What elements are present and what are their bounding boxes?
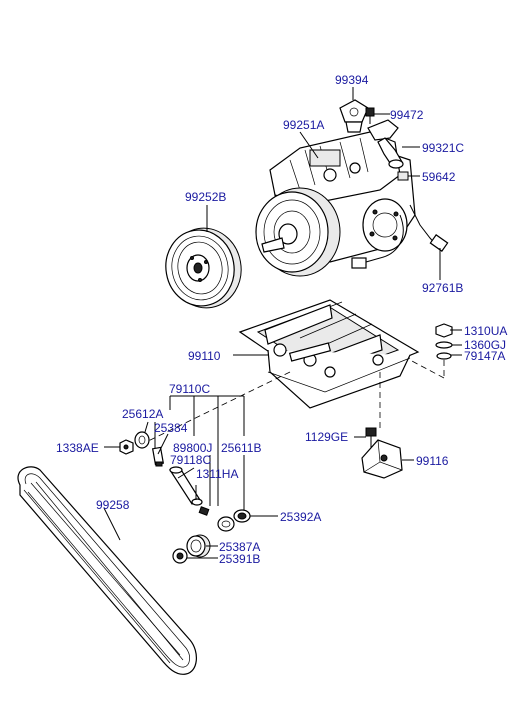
mounting-bracket[interactable] xyxy=(238,299,420,409)
collar-25392a[interactable] xyxy=(233,509,251,523)
label-99394[interactable]: 99394 xyxy=(335,73,369,87)
tension-rod[interactable] xyxy=(169,466,210,516)
label-25611b[interactable]: 25611B xyxy=(221,441,261,455)
nut-1338ae[interactable] xyxy=(119,439,134,455)
leader-lines xyxy=(103,87,462,559)
label-1129ge[interactable]: 1129GE xyxy=(305,430,348,444)
labels: 99394 99472 99251A 99321C 59642 99252B 9… xyxy=(56,73,507,566)
label-99251a[interactable]: 99251A xyxy=(283,118,324,132)
label-79110c[interactable]: 79110C xyxy=(169,382,210,396)
pipe-fitting[interactable] xyxy=(367,119,404,169)
label-1360gj[interactable]: 1360GJ xyxy=(464,338,506,352)
label-89800j[interactable]: 89800J xyxy=(173,441,212,455)
label-25384[interactable]: 25384 xyxy=(154,421,188,435)
label-59642[interactable]: 59642 xyxy=(422,170,456,184)
bolt[interactable] xyxy=(365,107,375,124)
label-99116[interactable]: 99116 xyxy=(416,454,449,468)
label-25387a[interactable]: 25387A xyxy=(219,540,260,554)
label-99110[interactable]: 99110 xyxy=(188,349,221,363)
tensioner-25611b[interactable] xyxy=(217,516,235,532)
fitting-plate[interactable] xyxy=(339,99,369,133)
label-25392a[interactable]: 25392A xyxy=(280,510,321,524)
small-bracket[interactable] xyxy=(361,439,403,479)
label-99321c[interactable]: 99321C xyxy=(422,141,464,155)
idler-pulley[interactable] xyxy=(186,534,211,558)
label-1311ha[interactable]: 1311HA xyxy=(196,467,238,481)
compressor[interactable] xyxy=(255,131,449,277)
label-92761b[interactable]: 92761B xyxy=(422,281,463,295)
label-25612a[interactable]: 25612A xyxy=(122,407,163,421)
clutch-pulley[interactable] xyxy=(160,222,247,313)
label-99258[interactable]: 99258 xyxy=(96,498,130,512)
sleeve-25384[interactable] xyxy=(134,431,150,449)
label-99252b[interactable]: 99252B xyxy=(185,190,226,204)
label-99472[interactable]: 99472 xyxy=(390,108,424,122)
bolt-89800j[interactable] xyxy=(151,446,165,467)
label-79118c[interactable]: 79118C xyxy=(170,453,211,467)
nut-washer-stack[interactable] xyxy=(435,323,453,360)
spacer-25391b[interactable] xyxy=(172,548,188,564)
label-79147a[interactable]: 79147A xyxy=(464,349,505,363)
sensor[interactable] xyxy=(397,171,409,181)
label-25391b[interactable]: 25391B xyxy=(219,552,260,566)
label-1338ae[interactable]: 1338AE xyxy=(56,441,99,455)
drive-belt[interactable] xyxy=(17,466,197,675)
label-1310ua[interactable]: 1310UA xyxy=(464,324,507,338)
